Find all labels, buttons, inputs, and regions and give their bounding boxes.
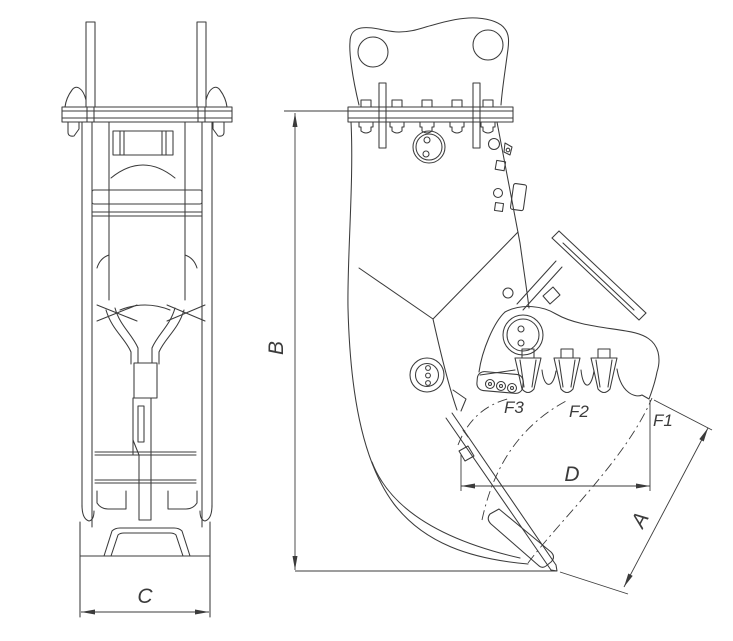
side-rod-right <box>472 82 481 149</box>
arrowhead <box>624 573 633 587</box>
front-head-plate <box>61 106 233 123</box>
bucket-tooth-1 <box>590 348 618 394</box>
blade-tip <box>550 564 558 572</box>
side-weld-seam <box>358 231 519 320</box>
arrowhead <box>292 113 298 127</box>
blade-wear-plate <box>487 508 555 568</box>
dim-label-c: C <box>137 585 153 608</box>
front-ear-left <box>64 86 87 108</box>
front-hump <box>103 527 191 557</box>
front-post-left <box>85 21 96 108</box>
dimension-annotations: B C D A F3 F2 F1 <box>81 110 713 615</box>
bolt <box>480 121 496 134</box>
side-lug-plate <box>349 17 510 106</box>
side-link-plate <box>542 286 561 305</box>
tooth-swing-arcs <box>457 397 653 564</box>
side-tab <box>509 183 528 212</box>
side-flange <box>412 130 446 164</box>
bolt <box>449 121 465 134</box>
front-shank-lower <box>138 454 152 521</box>
side-body-back-edge <box>347 121 529 565</box>
dimension-A: A <box>559 399 713 595</box>
force-label-f1: F1 <box>653 411 673 430</box>
bolt <box>389 121 405 134</box>
arrowhead <box>636 483 650 489</box>
front-shank-block <box>133 362 158 399</box>
front-foot-right <box>199 504 213 522</box>
swing-arc-f2 <box>481 399 569 521</box>
front-post-right <box>196 21 207 108</box>
front-cross-band <box>91 189 203 205</box>
front-pocket-right <box>167 490 198 510</box>
bucket-top-edge <box>504 306 660 400</box>
arrowhead <box>461 483 475 489</box>
bolt <box>419 121 435 134</box>
dimension-B: B <box>265 110 352 570</box>
blade-edge <box>451 412 557 566</box>
front-view <box>61 21 233 618</box>
arrowhead <box>699 428 708 442</box>
side-body-front-edge <box>496 121 530 309</box>
arrowhead <box>81 609 95 615</box>
dim-label-b: B <box>265 341 288 355</box>
side-lug-hole-left <box>357 36 389 68</box>
bolt <box>358 121 374 134</box>
dim-label-a: A <box>626 508 654 533</box>
front-pocket-left <box>96 490 127 510</box>
bucket-tooth-3 <box>514 348 542 394</box>
side-view <box>347 17 660 572</box>
side-lug-hole-right <box>472 29 504 61</box>
dimension-D: D <box>460 400 651 491</box>
front-funnel <box>105 309 132 365</box>
side-rod-left <box>378 82 387 149</box>
front-pin-boss <box>112 130 174 156</box>
dim-label-d: D <box>564 463 579 486</box>
bucket-tooth-2 <box>553 348 581 394</box>
force-label-f3: F3 <box>504 398 524 417</box>
front-foot-left <box>81 504 95 522</box>
dimension-C: C <box>81 585 209 615</box>
swing-arc-f3 <box>457 397 512 446</box>
side-cutter <box>476 371 524 394</box>
front-dome <box>110 164 176 179</box>
front-ear-right <box>205 86 228 108</box>
arrowhead <box>292 556 298 570</box>
side-bolt-plate <box>347 106 514 123</box>
side-jaw-pivot <box>502 314 544 356</box>
arrowhead <box>195 609 209 615</box>
swing-arc-f1 <box>527 397 653 564</box>
side-boss <box>409 357 445 393</box>
force-label-f2: F2 <box>569 402 589 421</box>
